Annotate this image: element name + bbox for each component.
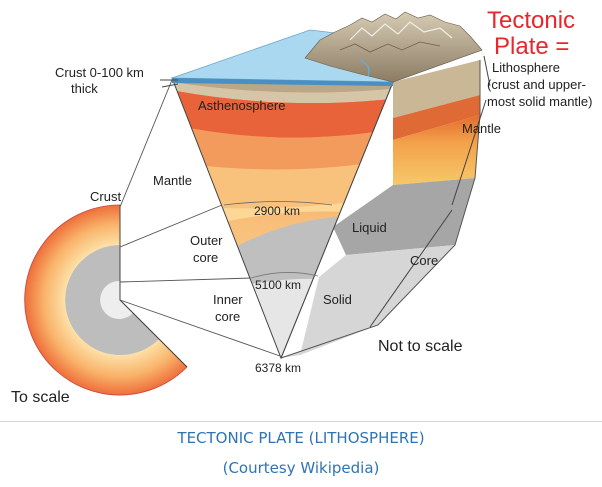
to-scale-label: To scale: [11, 389, 70, 406]
caption-credit: (Courtesy Wikipedia): [222, 459, 380, 477]
inner-core-label-1: Inner: [213, 292, 243, 307]
lithosphere-label-2: (crust and upper-: [487, 77, 586, 92]
not-to-scale-label: Not to scale: [378, 338, 463, 355]
depth-6378-label: 6378 km: [255, 361, 301, 375]
outer-core-label-2: core: [193, 250, 218, 265]
to-scale-section: [24, 204, 188, 396]
depth-5100-label: 5100 km: [255, 278, 301, 292]
lithosphere-label-3: most solid mantle): [487, 94, 592, 109]
caption-title: TECTONIC PLATE (LITHOSPHERE): [177, 429, 425, 447]
wedge-top-surface: [171, 11, 483, 86]
crust-thickness-label-2: thick: [71, 81, 98, 96]
crust-pointer: [160, 79, 179, 88]
solid-label: Solid: [323, 292, 352, 307]
wedge-side-face: [280, 60, 481, 359]
core-label: Core: [410, 253, 438, 268]
asthenosphere-label: Asthenosphere: [198, 98, 285, 113]
mantle-left-label: Mantle: [153, 173, 192, 188]
to-scale-inner-core: [100, 280, 133, 319]
crust-label: Crust: [90, 189, 121, 204]
lithosphere-label-1: Lithosphere: [492, 60, 560, 75]
caption-divider: [0, 421, 602, 422]
diagram-labels: Tectonic Plate = Lithosphere (crust and …: [11, 7, 592, 406]
tectonic-title-2: Plate =: [494, 33, 569, 60]
brackets: [369, 55, 491, 328]
earth-layers-diagram: Tectonic Plate = Lithosphere (crust and …: [11, 7, 592, 406]
continent-terrain: [304, 11, 483, 83]
tectonic-title-1: Tectonic: [487, 7, 575, 34]
inner-core-label-2: core: [215, 309, 240, 324]
mantle-right-label: Mantle: [462, 121, 501, 136]
crust-thickness-label-1: Crust 0-100 km: [55, 65, 144, 80]
liquid-label: Liquid: [352, 220, 387, 235]
outer-core-label-1: Outer: [190, 233, 223, 248]
connector-lines: [119, 79, 281, 357]
depth-2900-label: 2900 km: [254, 204, 300, 218]
